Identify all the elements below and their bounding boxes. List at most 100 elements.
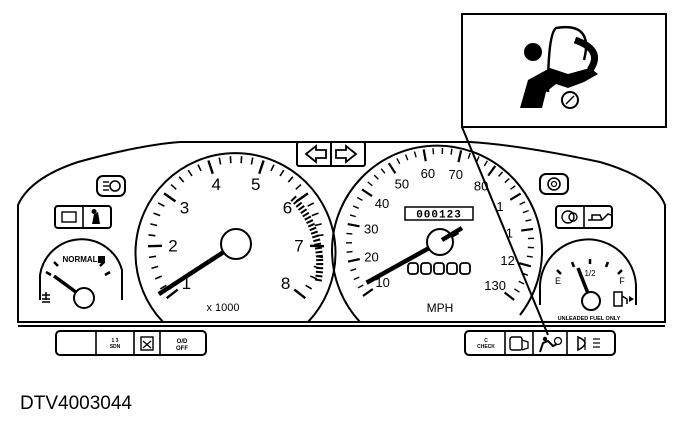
speed-number: 60 — [421, 166, 435, 181]
speed-minor-tick — [352, 205, 359, 209]
tach-minor-tick — [151, 265, 159, 270]
speed-number: 70 — [449, 167, 463, 182]
tach-minor-tick — [197, 164, 202, 172]
speed-minor-tick — [514, 288, 520, 293]
speed-number: 30 — [364, 222, 378, 237]
trip-odometer — [407, 262, 471, 275]
brake-icon — [547, 177, 561, 191]
tach-number: 7 — [294, 237, 303, 256]
tach-number: 1 — [182, 274, 191, 293]
oil-pressure-icon — [588, 213, 612, 221]
speed-major-tick — [503, 291, 515, 301]
speed-minor-tick — [350, 268, 357, 272]
fuel-full-label: F — [619, 276, 625, 286]
tach-major-tick — [165, 288, 179, 300]
tach-minor-tick — [218, 157, 222, 165]
tach-minor-tick — [150, 223, 158, 227]
speed-minor-tick — [396, 158, 401, 165]
speed-major-tick — [362, 288, 374, 297]
tach-major-tick — [295, 192, 309, 203]
odometer-reading: 000123 — [416, 210, 462, 222]
seatbelt-icon — [91, 209, 100, 224]
speed-minor-tick — [380, 168, 386, 174]
turn-right-arrow-icon — [335, 144, 358, 164]
tach-minor-tick — [313, 265, 321, 270]
fuel-needle-hub — [581, 291, 601, 311]
tach-number: 5 — [251, 175, 260, 194]
odometer-window — [404, 206, 474, 221]
speed-minor-tick — [510, 185, 516, 190]
tach-minor-tick — [178, 176, 185, 183]
speed-major-tick — [521, 227, 534, 232]
speed-major-tick — [347, 222, 360, 228]
tach-minor-tick — [311, 212, 319, 217]
tach-number: 4 — [211, 175, 220, 194]
tach-number: 8 — [281, 274, 290, 293]
temp-hot-mark — [98, 256, 105, 263]
tach-minor-tick — [148, 234, 156, 237]
speed-number: 10 — [375, 275, 389, 290]
speed-minor-tick — [404, 154, 409, 161]
speed-major-tick — [387, 162, 397, 174]
tach-major-tick — [163, 192, 177, 203]
speed-minor-tick — [346, 250, 353, 253]
fuel-pump-icon — [613, 291, 628, 307]
speed-minor-tick — [522, 209, 529, 214]
speed-minor-tick — [519, 201, 526, 206]
speed-minor-tick — [357, 284, 364, 289]
tach-minor-tick — [159, 284, 167, 290]
speed-number: 50 — [395, 176, 409, 191]
tach-number: 2 — [168, 237, 177, 256]
speed-major-tick — [422, 149, 427, 162]
tach-redline — [290, 195, 324, 283]
turn-left-arrow-icon — [304, 144, 327, 164]
temp-normal-label: NORMAL — [62, 255, 97, 264]
speed-number: 20 — [364, 250, 378, 265]
speed-minor-tick — [483, 160, 488, 167]
tach-minor-tick — [157, 202, 165, 207]
speed-minor-tick — [356, 196, 363, 201]
tach-minor-tick — [307, 202, 315, 207]
left-warning-pair — [54, 205, 112, 229]
tach-minor-tick — [305, 284, 313, 290]
tach-minor-tick — [270, 164, 275, 172]
door-ajar-icon — [509, 336, 529, 351]
speed-minor-tick — [498, 171, 504, 177]
speed-major-tick — [347, 257, 361, 263]
speed-minor-tick — [504, 177, 510, 184]
fuel-empty-label: E — [555, 276, 561, 286]
tach-number: 6 — [283, 199, 292, 218]
abs-icon — [561, 210, 578, 224]
airbag-warning-icon — [520, 25, 598, 109]
speed-number: 12 — [500, 253, 514, 268]
airbag-indicator-icon — [539, 336, 563, 353]
speed-minor-tick — [346, 232, 353, 235]
fuel-half-label: 1/2 — [584, 269, 596, 278]
tach-needle-hub — [220, 228, 252, 260]
tach-number: 3 — [180, 199, 189, 218]
speed-major-tick — [361, 188, 373, 198]
tachometer: x 1000 123 4 5 678 — [134, 152, 337, 323]
speed-number: 40 — [375, 196, 389, 211]
tach-minor-tick — [315, 255, 324, 259]
cluster-housing — [17, 141, 666, 323]
turn-signal-indicators — [296, 141, 366, 167]
speed-major-tick — [457, 150, 463, 163]
tach-minor-tick — [279, 169, 285, 177]
tach-major-tick — [207, 160, 214, 175]
speed-minor-tick — [526, 255, 533, 258]
speed-number: 130 — [484, 278, 506, 293]
temp-needle-hub — [73, 287, 95, 309]
speed-minor-tick — [367, 181, 373, 187]
tach-minor-tick — [148, 255, 157, 259]
tach-minor-tick — [287, 176, 294, 183]
fog-lamp-icon — [577, 335, 600, 352]
tach-unit-label: x 1000 — [206, 302, 239, 314]
tach-minor-tick — [170, 184, 177, 190]
speed-minor-tick — [525, 218, 532, 222]
